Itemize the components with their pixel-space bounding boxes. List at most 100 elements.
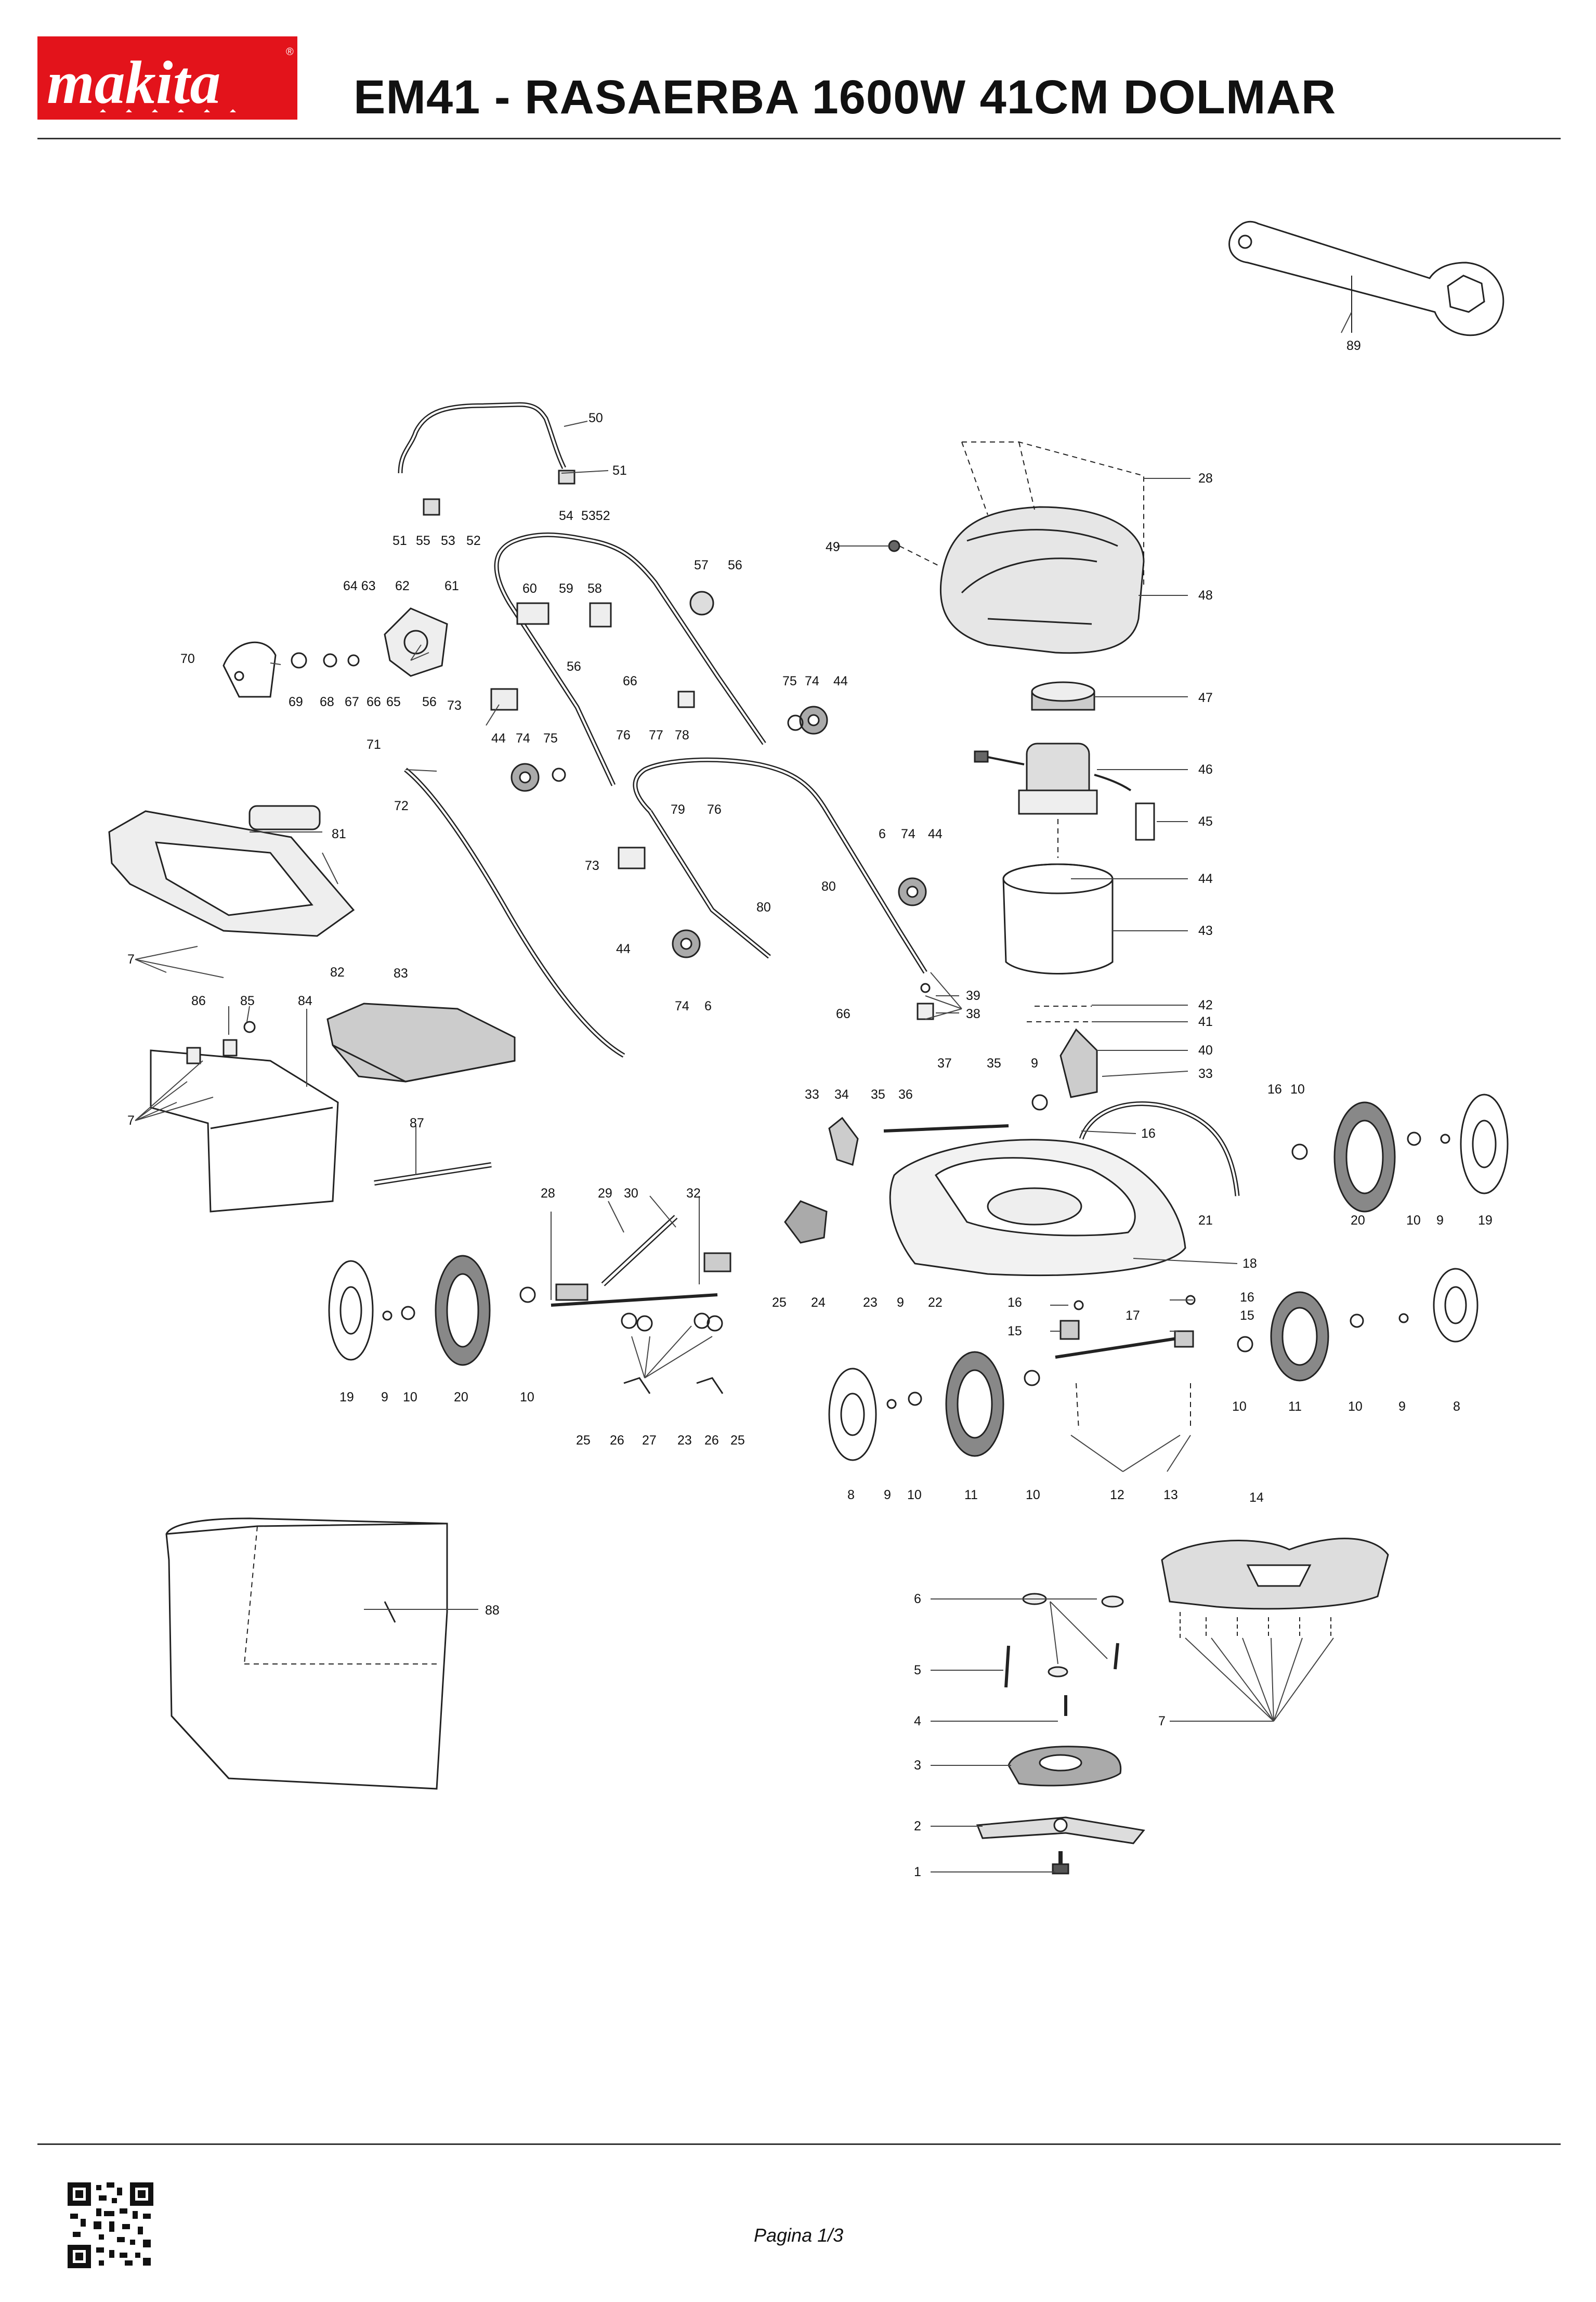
upper-handle-part bbox=[398, 402, 567, 474]
callout-44d: 44 bbox=[1198, 872, 1213, 886]
callout-23b: 23 bbox=[677, 1433, 692, 1448]
callout-20b: 20 bbox=[454, 1390, 468, 1404]
callout-16c: 16 bbox=[1008, 1295, 1022, 1310]
callout-32: 32 bbox=[686, 1186, 701, 1201]
callout-61: 61 bbox=[444, 579, 459, 593]
callout-69: 69 bbox=[289, 695, 303, 709]
callout-23: 23 bbox=[863, 1295, 878, 1310]
callout-49: 49 bbox=[826, 540, 840, 554]
callout-35b: 35 bbox=[871, 1087, 885, 1102]
callout-27: 27 bbox=[642, 1433, 657, 1448]
callout-9b: 9 bbox=[1436, 1213, 1444, 1228]
header-divider bbox=[37, 138, 1561, 139]
callout-6b: 6 bbox=[704, 999, 712, 1013]
callout-16d: 16 bbox=[1240, 1290, 1254, 1305]
callout-89: 89 bbox=[1346, 339, 1361, 353]
knob-part bbox=[511, 706, 927, 958]
callout-21: 21 bbox=[1198, 1213, 1213, 1228]
front-bumper-part bbox=[1161, 1538, 1389, 1610]
callout-18: 18 bbox=[1242, 1256, 1257, 1271]
callout-85: 85 bbox=[240, 994, 255, 1008]
callout-46: 46 bbox=[1198, 762, 1213, 777]
callout-37: 37 bbox=[937, 1056, 952, 1071]
callout-87: 87 bbox=[410, 1116, 424, 1130]
callout-16b: 16 bbox=[1141, 1126, 1156, 1141]
callout-47: 47 bbox=[1198, 691, 1213, 705]
callout-42: 42 bbox=[1198, 998, 1213, 1012]
callout-36: 36 bbox=[898, 1087, 913, 1102]
callout-62: 62 bbox=[395, 579, 410, 593]
callout-5: 5 bbox=[914, 1663, 921, 1677]
callout-86: 86 bbox=[191, 994, 206, 1008]
callout-25c: 25 bbox=[730, 1433, 745, 1448]
callout-35: 35 bbox=[987, 1056, 1001, 1071]
callout-38: 38 bbox=[966, 1007, 980, 1021]
callout-10: 10 bbox=[1290, 1082, 1305, 1097]
callout-71: 71 bbox=[367, 737, 381, 752]
callout-81: 81 bbox=[332, 827, 346, 841]
callout-75: 75 bbox=[782, 674, 797, 688]
callout-66b: 66 bbox=[623, 674, 637, 688]
callout-70: 70 bbox=[180, 652, 195, 666]
callout-84: 84 bbox=[298, 994, 312, 1008]
callout-5352: 5352 bbox=[581, 509, 610, 523]
callout-73: 73 bbox=[447, 698, 462, 713]
callout-13: 13 bbox=[1163, 1488, 1178, 1502]
callout-1: 1 bbox=[914, 1865, 921, 1879]
callout-9: 9 bbox=[1031, 1056, 1038, 1071]
callout-7c: 7 bbox=[1158, 1714, 1166, 1728]
callout-2: 2 bbox=[914, 1819, 921, 1833]
callout-58: 58 bbox=[587, 581, 602, 596]
callout-50: 50 bbox=[588, 411, 603, 425]
callout-76: 76 bbox=[616, 728, 631, 743]
callout-74c: 74 bbox=[901, 827, 915, 841]
callout-11: 11 bbox=[1288, 1399, 1302, 1414]
page-title: EM41 - RASAERBA 1600W 41CM DOLMAR bbox=[354, 71, 1337, 124]
callout-52: 52 bbox=[466, 534, 481, 548]
callout-9c: 9 bbox=[897, 1295, 904, 1310]
callout-48: 48 bbox=[1198, 588, 1213, 603]
motor-cover-part bbox=[939, 506, 1145, 654]
callout-53: 53 bbox=[441, 534, 455, 548]
callout-79: 79 bbox=[671, 802, 685, 817]
callout-10h: 10 bbox=[1026, 1488, 1040, 1502]
blade-holder-part bbox=[1008, 1746, 1122, 1787]
callout-19: 19 bbox=[1478, 1213, 1493, 1228]
grass-bag-part bbox=[165, 1517, 448, 1790]
callout-54: 54 bbox=[559, 509, 573, 523]
callout-51: 51 bbox=[612, 463, 627, 478]
callout-40: 40 bbox=[1198, 1043, 1213, 1058]
callout-80: 80 bbox=[821, 879, 836, 894]
callout-44: 44 bbox=[833, 674, 848, 688]
callout-34: 34 bbox=[834, 1087, 849, 1102]
deck-part bbox=[889, 1139, 1186, 1277]
callout-44c: 44 bbox=[928, 827, 943, 841]
callout-68: 68 bbox=[320, 695, 334, 709]
callout-74d: 74 bbox=[675, 999, 689, 1013]
callout-45: 45 bbox=[1198, 814, 1213, 829]
callout-15: 15 bbox=[1240, 1308, 1254, 1323]
callout-8: 8 bbox=[1453, 1399, 1460, 1414]
callout-11b: 11 bbox=[964, 1488, 978, 1502]
callout-33b: 33 bbox=[805, 1087, 819, 1102]
fan-part bbox=[1031, 681, 1095, 711]
svg-text:®: ® bbox=[286, 46, 294, 58]
callout-9d: 9 bbox=[381, 1390, 388, 1404]
callout-6463: 64 63 bbox=[343, 579, 376, 593]
callout-28: 28 bbox=[1198, 471, 1213, 486]
callout-8b: 8 bbox=[847, 1488, 855, 1502]
callout-30: 30 bbox=[624, 1186, 638, 1201]
callout-44e: 44 bbox=[616, 942, 631, 956]
callout-83: 83 bbox=[394, 966, 408, 981]
page-number: Pagina 1/3 bbox=[754, 2225, 844, 2246]
callout-22: 22 bbox=[928, 1295, 943, 1310]
callout-15b: 15 bbox=[1008, 1324, 1022, 1338]
callout-65: 65 bbox=[386, 695, 401, 709]
callout-25: 25 bbox=[772, 1295, 787, 1310]
qr-code-icon bbox=[68, 2182, 153, 2268]
callout-19b: 19 bbox=[339, 1390, 354, 1404]
callout-43: 43 bbox=[1198, 924, 1213, 938]
callout-88: 88 bbox=[485, 1603, 500, 1618]
